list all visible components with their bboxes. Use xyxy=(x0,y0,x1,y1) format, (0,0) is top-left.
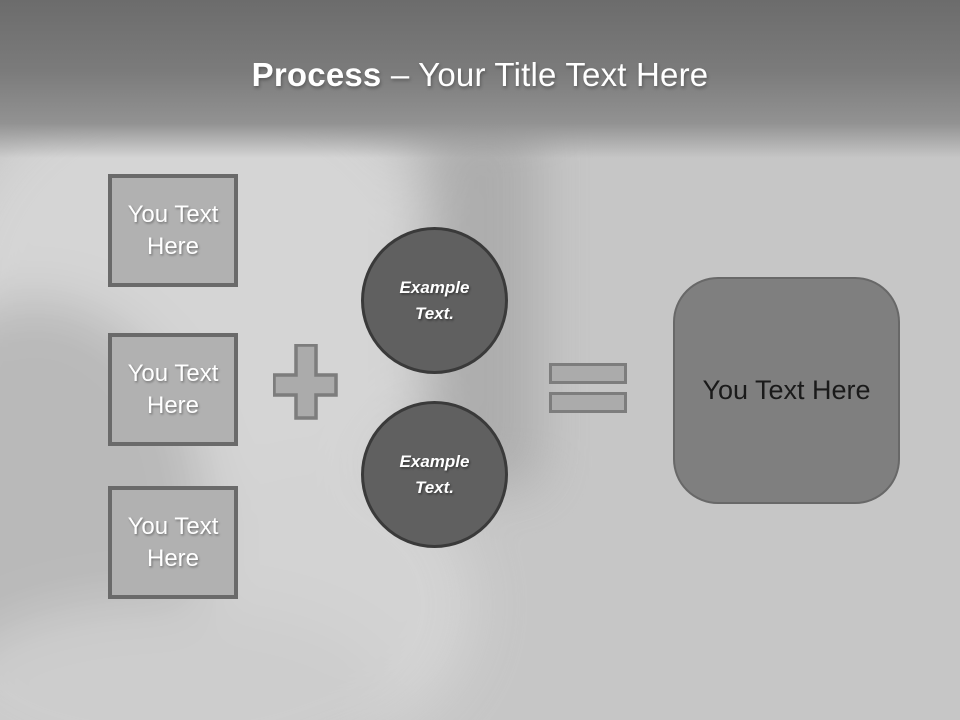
input-box-3-label: You Text Here xyxy=(127,513,219,572)
equals-bar-bottom xyxy=(549,392,627,413)
title-band xyxy=(0,0,960,158)
page-title: Process – Your Title Text Here xyxy=(0,56,960,94)
input-box-1: You Text Here xyxy=(108,174,238,287)
result-box-label: You Text Here xyxy=(702,375,871,405)
input-box-3: You Text Here xyxy=(108,486,238,599)
plus-icon xyxy=(272,343,339,421)
title-keyword: Process xyxy=(251,56,382,93)
example-circle-2: Example Text. xyxy=(361,401,508,548)
example-circle-1-label: Example Text. xyxy=(399,278,470,323)
title-rest: – Your Title Text Here xyxy=(390,56,709,93)
result-box: You Text Here xyxy=(673,277,900,504)
equals-bar-top xyxy=(549,363,627,384)
input-box-2: You Text Here xyxy=(108,333,238,446)
example-circle-2-label: Example Text. xyxy=(399,452,470,497)
example-circle-1: Example Text. xyxy=(361,227,508,374)
input-box-2-label: You Text Here xyxy=(127,360,219,419)
input-box-1-label: You Text Here xyxy=(127,201,219,260)
